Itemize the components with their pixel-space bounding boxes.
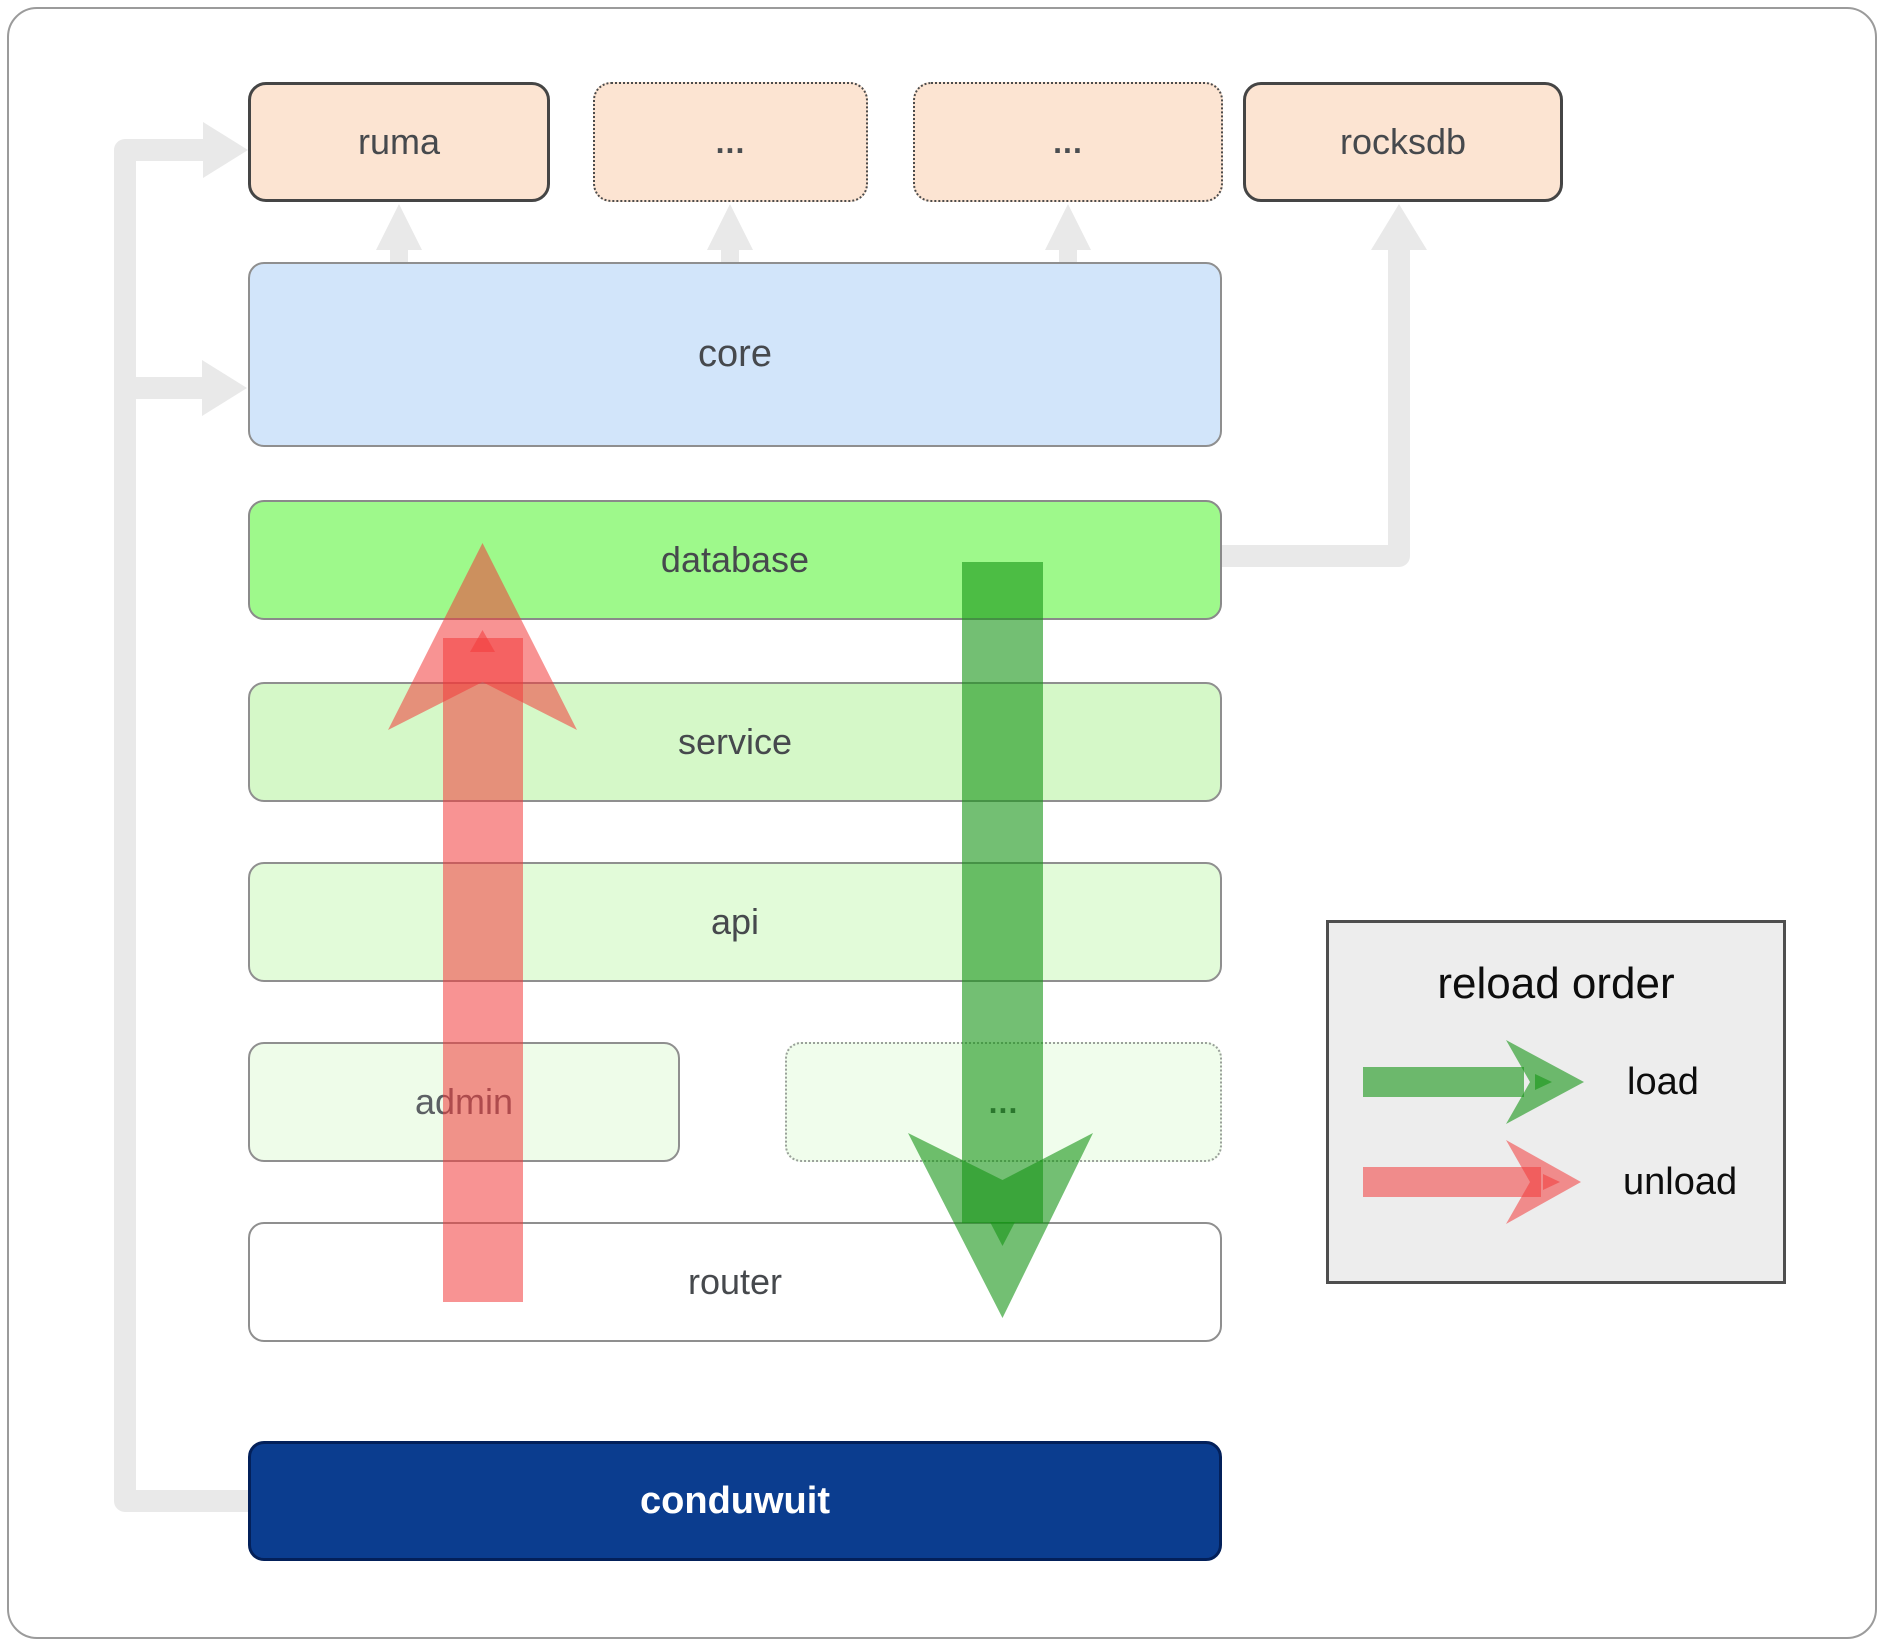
legend-unload-label: unload xyxy=(1623,1161,1738,1203)
node-database: database xyxy=(248,500,1222,620)
node-api-label: api xyxy=(710,901,760,942)
node-ellipsis-1: ... xyxy=(593,82,868,202)
legend-load-tip-icon xyxy=(1535,1074,1552,1090)
node-ellipsis-3-label: ... xyxy=(988,1083,1019,1120)
node-conduwuit: conduwuit xyxy=(248,1441,1222,1561)
node-core: core xyxy=(248,262,1222,447)
node-conduwuit-label: conduwuit xyxy=(640,1479,830,1522)
node-core-label: core xyxy=(698,333,772,375)
node-ellipsis-2-label: ... xyxy=(1053,123,1083,160)
legend-unload-tip-icon xyxy=(1543,1174,1560,1190)
node-ruma-label: ruma xyxy=(357,121,441,162)
node-admin-label: admin xyxy=(414,1081,514,1122)
node-database-label: database xyxy=(660,539,810,580)
node-rocksdb: rocksdb xyxy=(1243,82,1563,202)
legend-load-label: load xyxy=(1627,1061,1699,1103)
node-ellipsis-3: ... xyxy=(785,1042,1222,1162)
node-ruma: ruma xyxy=(248,82,550,202)
node-api: api xyxy=(248,862,1222,982)
node-ellipsis-2: ... xyxy=(913,82,1223,202)
legend-unload-arrow-icon xyxy=(1363,1140,1581,1224)
node-admin: admin xyxy=(248,1042,680,1162)
node-service: service xyxy=(248,682,1222,802)
legend-panel: reload order load unload xyxy=(1326,920,1786,1284)
node-router-label: router xyxy=(687,1261,783,1302)
legend-title: reload order xyxy=(1437,959,1675,1008)
legend-load-arrow-icon xyxy=(1363,1040,1584,1124)
legend-unload-shaft xyxy=(1363,1167,1541,1197)
node-rocksdb-label: rocksdb xyxy=(1339,121,1467,162)
node-router: router xyxy=(248,1222,1222,1342)
legend-load-shaft xyxy=(1363,1067,1524,1097)
node-ellipsis-1-label: ... xyxy=(715,123,746,160)
diagram-outer-border xyxy=(7,7,1877,1639)
node-service-label: service xyxy=(677,721,793,762)
